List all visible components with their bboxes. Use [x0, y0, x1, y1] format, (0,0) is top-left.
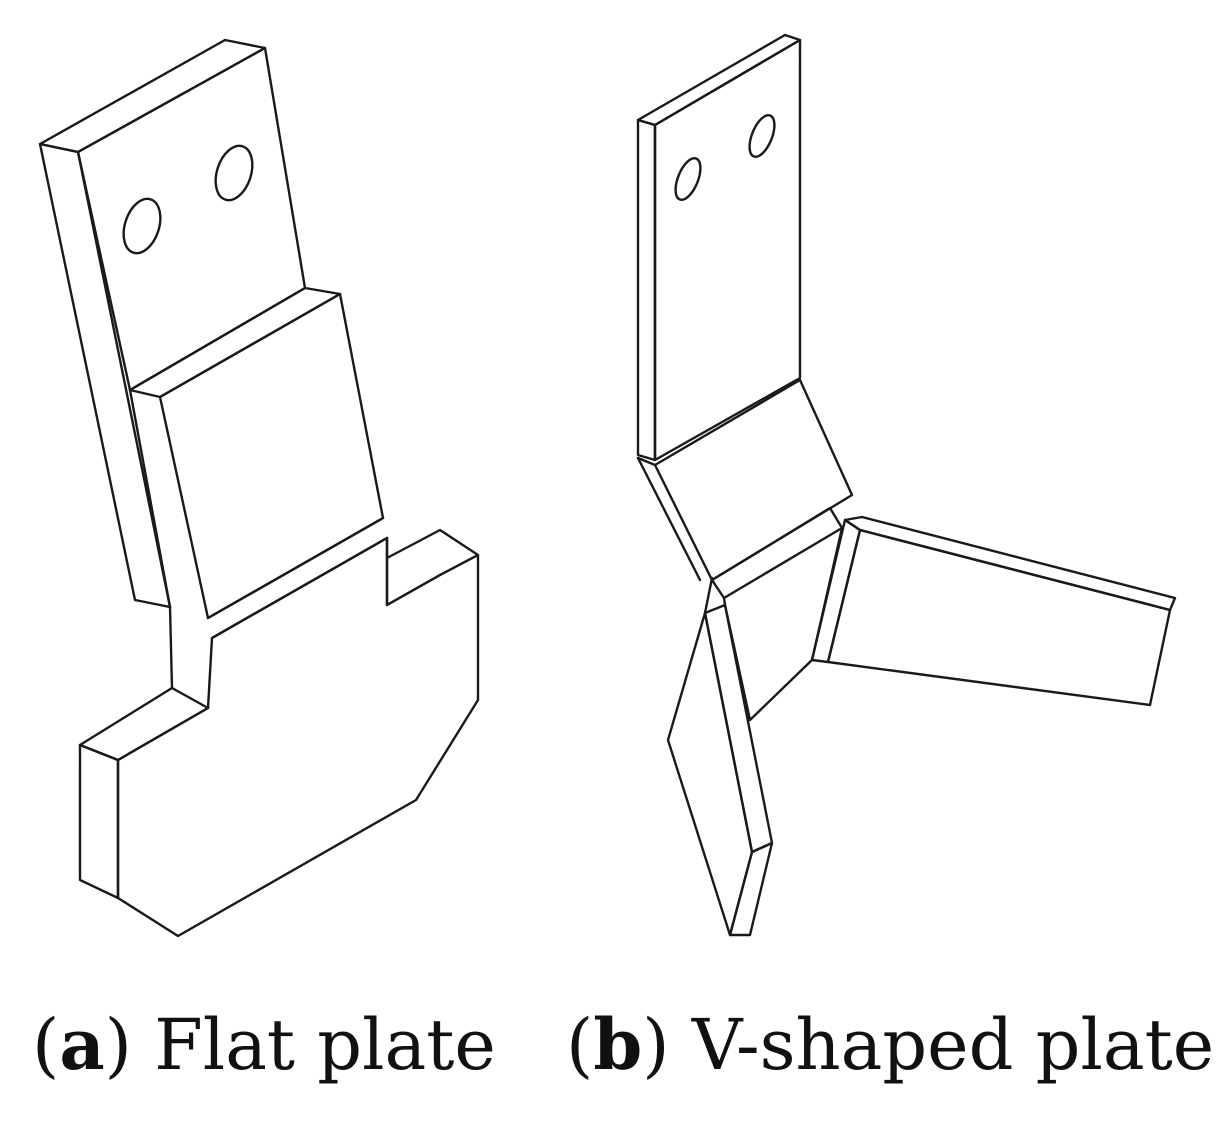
flat-plate-upper-side-edge [38, 142, 172, 609]
flat-plate-step-top [128, 286, 342, 399]
flat-plate-lower-face [116, 536, 480, 938]
flat-plate-band-line [206, 516, 385, 620]
v-plate-left-flap-tip [728, 841, 774, 937]
v-plate-inner-web [723, 526, 844, 722]
v-plate-upper-face [653, 38, 802, 462]
flat-plate-lower-shoulder-top [78, 686, 210, 762]
panel-letter-b: b [593, 1003, 643, 1086]
flat-plate-step-edge [128, 388, 172, 609]
v-plate-middle-face [653, 378, 854, 582]
caption-flat-plate: (a) Flat plate [32, 1003, 496, 1086]
flat-plate-hole-right [214, 144, 254, 202]
flat-plate-step-face [158, 292, 385, 620]
flat-plate-lower-side-edge [78, 743, 120, 900]
v-plate-left-flap-face [703, 603, 774, 854]
v-plate-right-flap-face [826, 528, 1172, 707]
panel-label-a: Flat plate [154, 1004, 496, 1086]
v-plate-middle-edge [636, 456, 657, 467]
v-plate-hole-right [748, 114, 776, 158]
panel-label-b: V-shaped plate [691, 1004, 1215, 1086]
flat-plate-drawing [38, 38, 480, 938]
v-plate-upper-top-edge [636, 33, 802, 127]
flat-plate-upper-top-edge [38, 38, 267, 154]
caption-v-shaped-plate: (b) V-shaped plate [566, 1003, 1215, 1086]
v-plate-right-flap-top [843, 515, 1177, 612]
v-plate-hole-left [674, 157, 702, 201]
flat-plate-lower-notch-top [385, 528, 480, 607]
panel-letter-a: a [59, 1003, 105, 1086]
v-plate-middle-edge [636, 456, 702, 582]
v-plate-upper-side-edge [636, 118, 657, 462]
v-plate-left-flap-back [666, 611, 754, 937]
flat-plate-hole-left [122, 197, 162, 255]
flat-plate-neck-edge [168, 605, 174, 690]
flat-plate-upper-face [76, 46, 307, 392]
v-plate-joint-edge [703, 576, 714, 615]
v-plate-bend-band [710, 506, 844, 600]
v-plate-drawing [636, 33, 1177, 937]
